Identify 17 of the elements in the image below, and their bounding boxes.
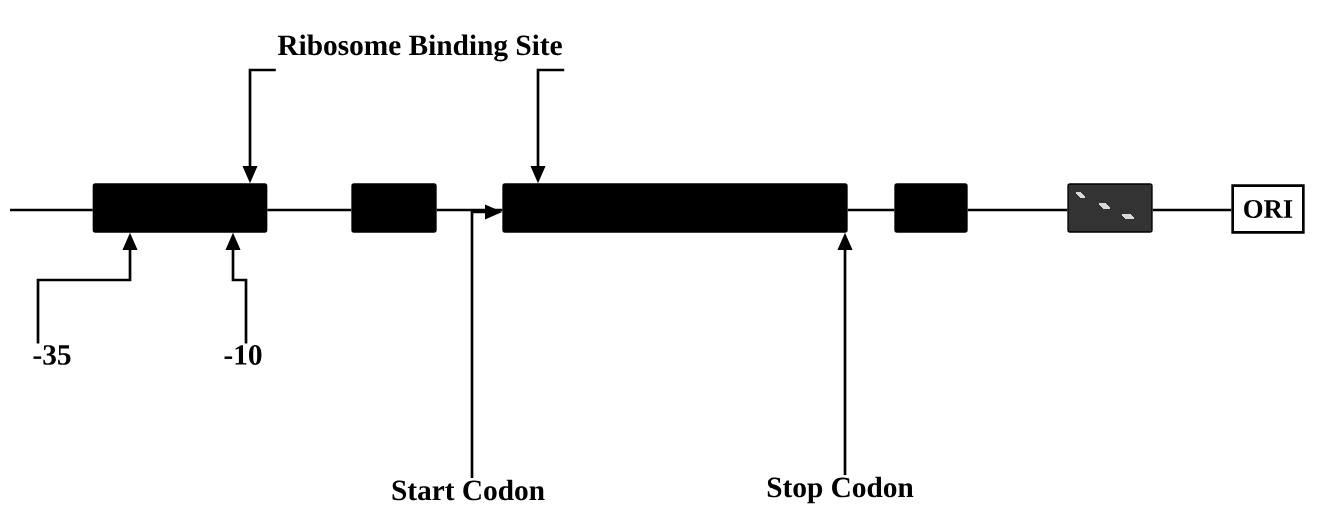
promoter-box bbox=[92, 183, 268, 233]
textured-box bbox=[1067, 183, 1153, 233]
coding-region-box bbox=[502, 183, 848, 233]
dna-backbone-line bbox=[1152, 208, 1232, 212]
dna-backbone-line bbox=[436, 208, 503, 212]
callout-text: Start Codon bbox=[392, 479, 545, 501]
callout-text: Ribosome Binding Site bbox=[277, 34, 562, 62]
dna-backbone-line bbox=[967, 208, 1068, 212]
ori-box: ORI bbox=[1231, 184, 1305, 234]
gene-box bbox=[894, 183, 968, 233]
position-label: -10 bbox=[224, 345, 262, 365]
gene-box bbox=[351, 183, 437, 233]
dna-backbone-line bbox=[267, 208, 352, 212]
dna-backbone-line bbox=[847, 208, 895, 212]
dna-backbone-line bbox=[10, 208, 93, 212]
position-label: -35 bbox=[33, 345, 71, 365]
callout-text: Stop Codon bbox=[767, 476, 914, 504]
